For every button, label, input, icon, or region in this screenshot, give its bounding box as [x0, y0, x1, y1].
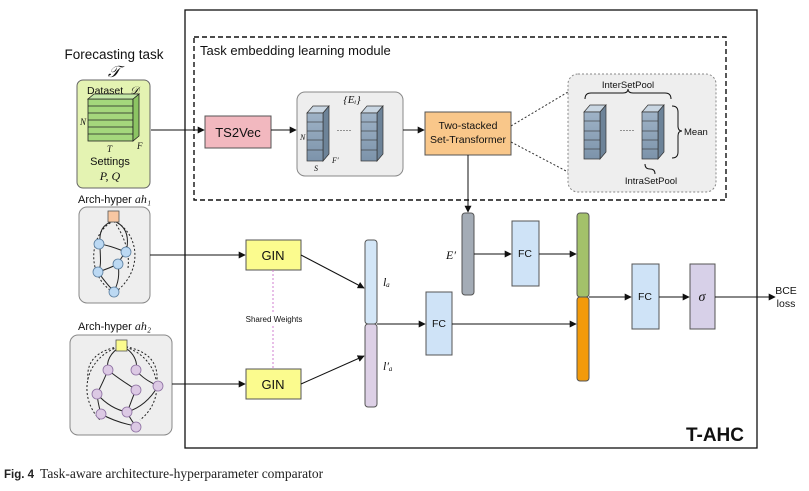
- ei-dots: ·····: [337, 125, 352, 135]
- arch1-nodes: [92, 238, 132, 298]
- pool-cube-right: [641, 104, 665, 160]
- interset-label: InterSetPool: [602, 80, 654, 91]
- ei-dim-s: S: [314, 164, 318, 173]
- pool-cube-left: [583, 104, 607, 160]
- intraset-brace: [644, 163, 656, 175]
- dataset-grid: [86, 93, 141, 142]
- settings-label: Settings: [90, 156, 130, 168]
- forecasting-task-label: Forecasting task: [64, 47, 163, 62]
- module-title: Task embedding learning module: [200, 43, 391, 58]
- fc-lower-box: [425, 291, 453, 356]
- dim-n: N: [79, 117, 87, 127]
- e-prime-label: E′: [445, 248, 456, 262]
- arch1-label: Arch-hyper ah₁: [78, 192, 151, 206]
- ei-cube-right: [360, 105, 384, 162]
- gin-bottom-box: [245, 368, 302, 400]
- intraset-label: IntraSetPool: [625, 176, 677, 187]
- mean-brace: [671, 105, 683, 159]
- settings-symbols: P, Q: [99, 169, 121, 183]
- la-bar: [364, 239, 378, 325]
- fc-final-label: FC: [638, 291, 652, 303]
- fc-upper-label: FC: [518, 248, 532, 260]
- figure-caption: Fig. 4 Task-aware architecture-hyperparam…: [4, 466, 804, 482]
- arch2-input-node: [115, 339, 128, 352]
- gin-top-label: GIN: [261, 248, 284, 263]
- arch-feature-bar: [576, 296, 590, 382]
- sigma-label: σ: [699, 290, 707, 305]
- figure-caption-text: Task-aware architecture-hyperparameter c…: [40, 466, 324, 481]
- set-transformer-line1: Two-stacked: [439, 120, 498, 132]
- gin-bottom-label: GIN: [261, 377, 284, 392]
- set-transformer-line2: Set-Transformer: [430, 134, 507, 146]
- bce-line2: loss: [777, 298, 796, 310]
- ei-dim-f: F′: [331, 156, 339, 165]
- dataset-symbol: 𝒟: [130, 85, 141, 97]
- ei-dim-n: N: [299, 133, 306, 142]
- la-label: lₐ: [383, 275, 390, 289]
- set-transformer-box: [424, 111, 512, 156]
- fc-final-box: [631, 263, 660, 330]
- ts2vec-box: [204, 115, 272, 149]
- bce-line1: BCE: [775, 285, 797, 297]
- shared-weights-label: Shared Weights: [246, 315, 303, 324]
- sigma-box: [689, 263, 716, 330]
- la-prime-label: l′ₐ: [383, 359, 393, 373]
- pool-dots: ·····: [620, 125, 635, 135]
- tahc-label: T-AHC: [686, 425, 744, 446]
- interset-brace: [584, 88, 672, 100]
- arch2-nodes: [91, 364, 164, 433]
- e-prime-bar: [461, 212, 475, 296]
- dim-t: T: [107, 144, 113, 154]
- ts2vec-label: TS2Vec: [215, 125, 261, 140]
- ei-cube-left: [306, 105, 330, 162]
- task-symbol: 𝒯: [108, 64, 125, 81]
- mean-label: Mean: [684, 127, 708, 138]
- arch2-label: Arch-hyper ah₂: [78, 319, 151, 333]
- arch1-input-node: [107, 210, 120, 223]
- ei-label: {Eᵢ}: [343, 94, 361, 106]
- figure-number: Fig. 4: [4, 469, 35, 481]
- fc-upper-box: [511, 220, 540, 287]
- task-embedding-module: [193, 36, 727, 201]
- dim-f: F: [136, 141, 143, 151]
- tahc-outer-box: [184, 9, 758, 449]
- fc-lower-label: FC: [432, 318, 446, 330]
- task-feature-bar: [576, 212, 590, 298]
- la-prime-bar: [364, 323, 378, 408]
